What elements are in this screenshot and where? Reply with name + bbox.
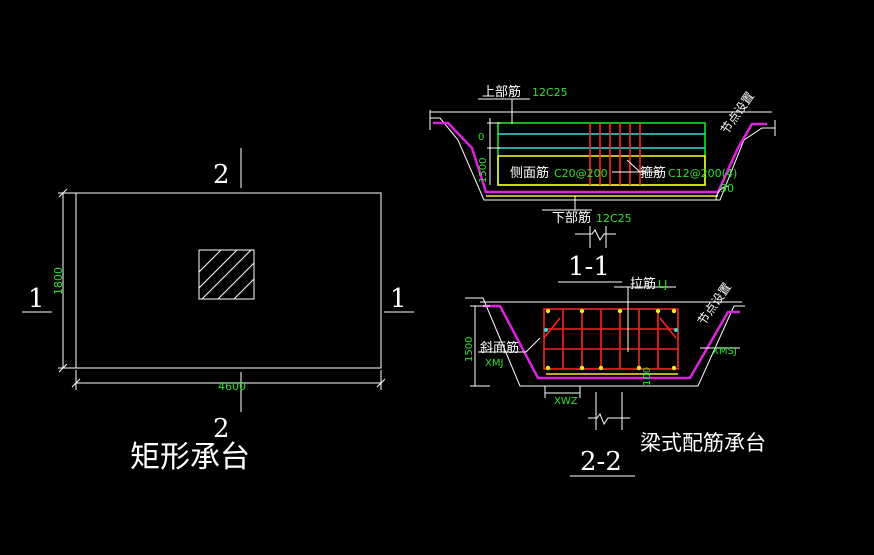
section11-outline [430, 117, 775, 201]
dim-height-11: 1500 [478, 158, 489, 183]
xmsj-label: XMSJ [712, 346, 737, 357]
dim-height-22: 1500 [464, 337, 475, 362]
section22-outline [465, 297, 745, 387]
beam-cap-caption: 梁式配筋承台 [640, 431, 766, 455]
rectangular-cap-plan: 2 2 1 1 4600 1800 矩形承台 [22, 148, 414, 475]
xwz-label: XWZ [554, 396, 578, 407]
top-bar-spec: 12C25 [532, 86, 568, 99]
node-label-11: 节点设置 [718, 89, 757, 136]
angle-label: 90 [720, 182, 734, 195]
stirrup-label: 箍筋 [640, 165, 666, 181]
slope-spec: XMJ [485, 358, 503, 369]
bottom-bar-spec: 12C25 [596, 212, 632, 225]
side-bar-label: 侧面筋 [510, 165, 549, 181]
top-bar-label: 上部筋 [482, 84, 521, 100]
dim-small-11: 0 [478, 132, 484, 143]
dim-height-text: 1800 [52, 267, 65, 295]
section-label-left: 1 [28, 284, 45, 314]
side-bar-spec: C20@200 [554, 167, 608, 180]
bar-dots-22 [545, 308, 677, 371]
dim-width-text: 4600 [218, 380, 246, 393]
slope-label: 斜面筋 [480, 340, 519, 356]
stirrups-11 [589, 123, 641, 185]
rebar-grid-22 [543, 309, 678, 369]
stirrup-spec: C12@200(4) [668, 167, 737, 180]
rebar-cage-22 [543, 308, 679, 370]
section-22-title: 2-2 [580, 447, 622, 477]
column-section [198, 249, 255, 300]
slope-bars-22 [483, 304, 740, 380]
bottom-bar-label: 下部筋 [552, 210, 591, 226]
slope-bars [433, 121, 767, 194]
section-1-1: 上部筋 12C25 侧面筋 C20@200 箍筋 C12@200(4) 下部筋 … [429, 84, 776, 283]
dim-small-22: 100 [642, 367, 653, 386]
section-label-bottom: 2 [213, 414, 230, 444]
section-label-top: 2 [213, 160, 230, 190]
column-hatch [198, 249, 255, 300]
plan-title: 矩形承台 [130, 440, 250, 475]
cap-outline [75, 192, 382, 369]
section-11-title: 1-1 [568, 252, 610, 282]
section-label-right: 1 [390, 284, 407, 314]
tie-label: 拉筋 [630, 276, 656, 292]
node-label-22: 节点设置 [695, 280, 734, 327]
tie-spec: LJ [658, 278, 667, 291]
side-dots-22 [544, 328, 678, 332]
bottom-bar-zone [497, 155, 706, 186]
